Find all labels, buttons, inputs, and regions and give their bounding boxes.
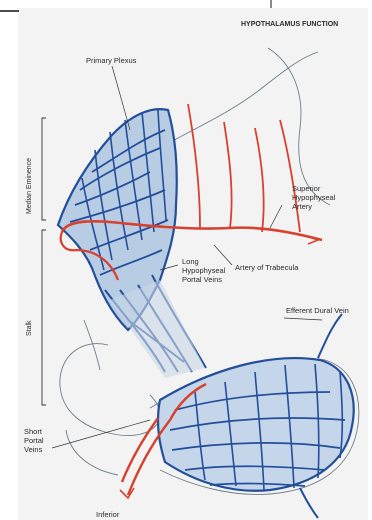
label-median-eminence: Median Eminence [26,158,33,214]
label-short-portal-veins: Short Portal Veins [24,427,44,454]
label-long-portal-veins: Long Hypophyseal Portal Veins [182,257,225,284]
label-stalk: Stalk [26,320,33,336]
label-artery-of-trabecula: Artery of Trabecula [235,263,298,272]
label-superior-hypophyseal-artery: Superior Hypophyseal Artery [292,184,335,211]
label-efferent-dural-vein: Efferent Dural Vein [286,306,349,315]
label-primary-plexus: Primary Plexus [86,56,136,65]
label-inferior: Inferior [96,510,119,519]
slide-title: HYPOTHALAMUS FUNCTION [241,20,338,29]
